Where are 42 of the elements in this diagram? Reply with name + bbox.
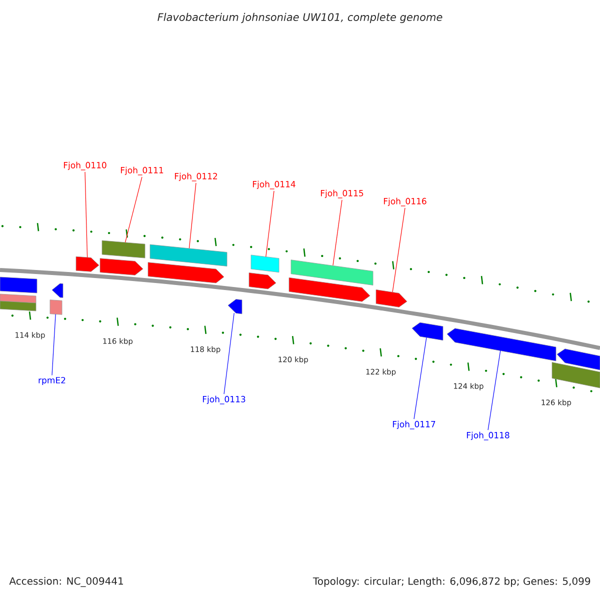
gene-bar — [102, 240, 146, 258]
footer-text: Accession: NC_009441 — [9, 577, 123, 587]
gene-bar — [0, 300, 36, 312]
gene-bar — [150, 244, 228, 266]
gene-bar — [0, 276, 38, 294]
gene-feature — [228, 299, 242, 314]
gene-label: Fjoh_0115 — [320, 190, 364, 198]
gene-feature — [148, 262, 224, 284]
gene-label: Fjoh_0112 — [174, 172, 218, 182]
leader-line — [332, 200, 342, 266]
gene-label: Fjoh_0116 — [384, 198, 426, 206]
gene-label: Fjoh_0118 — [466, 432, 510, 440]
leader-line — [488, 350, 501, 430]
gene-label: Fjoh_0113 — [202, 396, 246, 404]
gene-feature — [556, 348, 600, 370]
leader-line — [124, 176, 142, 243]
gene-bar — [0, 294, 36, 304]
gene-label: Fjoh_0114 — [252, 180, 296, 190]
gene-feature — [52, 283, 64, 298]
leader-line — [224, 312, 234, 394]
leader-line — [392, 208, 406, 292]
gene-feature — [248, 272, 276, 290]
leader-line — [188, 182, 196, 248]
leader-line — [266, 190, 274, 257]
gene-label: Fjoh_0110 — [64, 162, 106, 170]
gene-bar — [50, 300, 62, 315]
gene-feature — [288, 277, 370, 302]
gene-feature — [76, 256, 100, 272]
gene-feature — [376, 289, 408, 308]
gene-bar — [250, 254, 280, 273]
gene-bar — [290, 260, 374, 286]
gene-feature — [412, 322, 444, 341]
gene-feature — [446, 328, 556, 362]
gene-label: rpmE2 — [38, 376, 66, 386]
footer-text: Topology: circular; Length: 6,096,872 bp; Genes: 5,099 — [312, 577, 590, 587]
leader-line — [414, 337, 427, 420]
gene-label: Fjoh_0111 — [120, 166, 164, 176]
title: Flavobacterium johnsoniae UW101, complete genome — [158, 12, 442, 24]
gene-bar — [552, 362, 600, 388]
leader-line — [52, 314, 56, 376]
leader-line — [84, 172, 88, 258]
gene-label: Fjoh_0117 — [392, 420, 436, 430]
